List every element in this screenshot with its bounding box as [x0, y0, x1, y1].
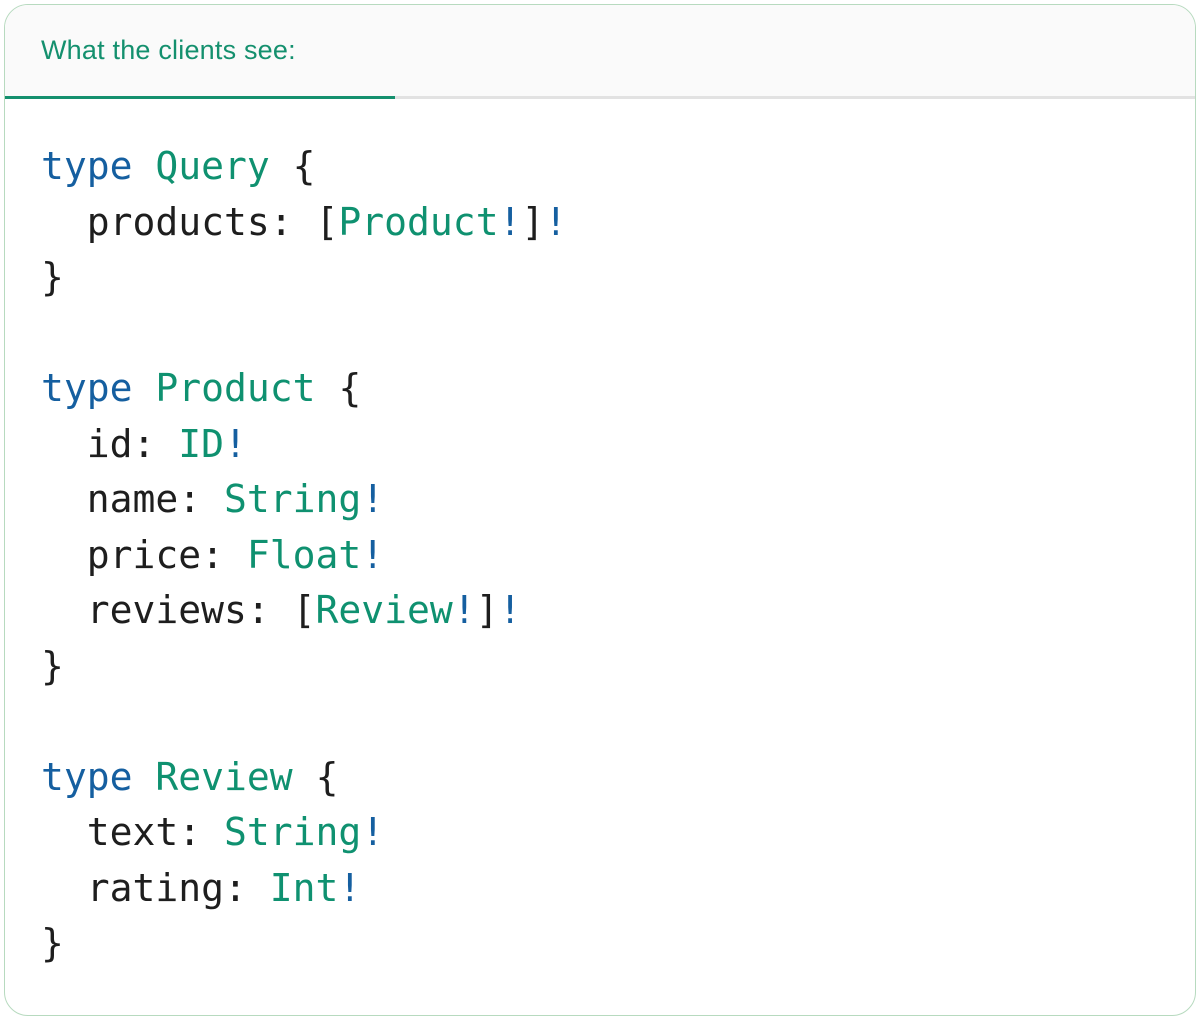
panel-header: What the clients see: — [5, 5, 1195, 96]
tab-what-clients-see[interactable]: What the clients see: — [41, 35, 296, 65]
active-tab-underline — [5, 96, 395, 99]
code-block: type Query { products: [Product!]! } typ… — [41, 144, 568, 965]
tab-divider — [5, 96, 1195, 99]
schema-panel: What the clients see: type Query { produ… — [4, 4, 1196, 1016]
